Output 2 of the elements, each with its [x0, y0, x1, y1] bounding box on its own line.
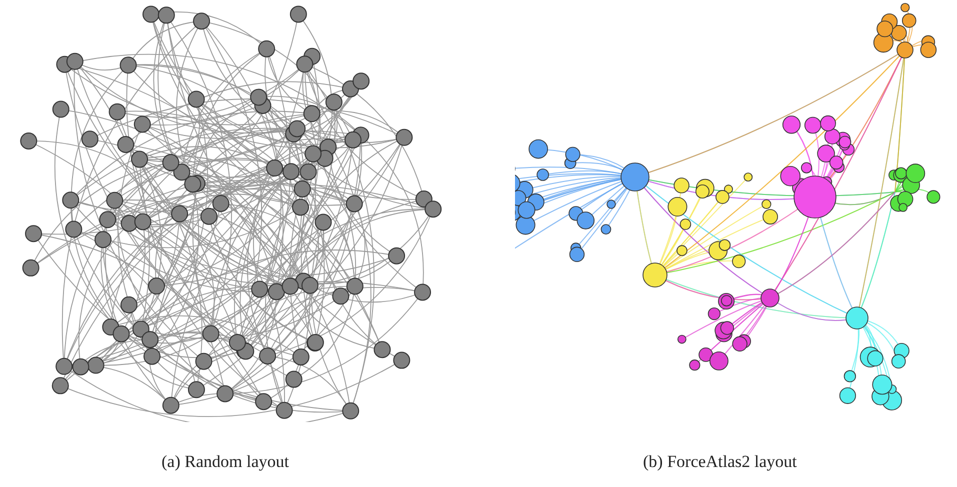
figure-caption: (b) ForceAtlas2 layout — [643, 452, 797, 472]
figure-caption: (a) Random layout — [162, 452, 289, 472]
